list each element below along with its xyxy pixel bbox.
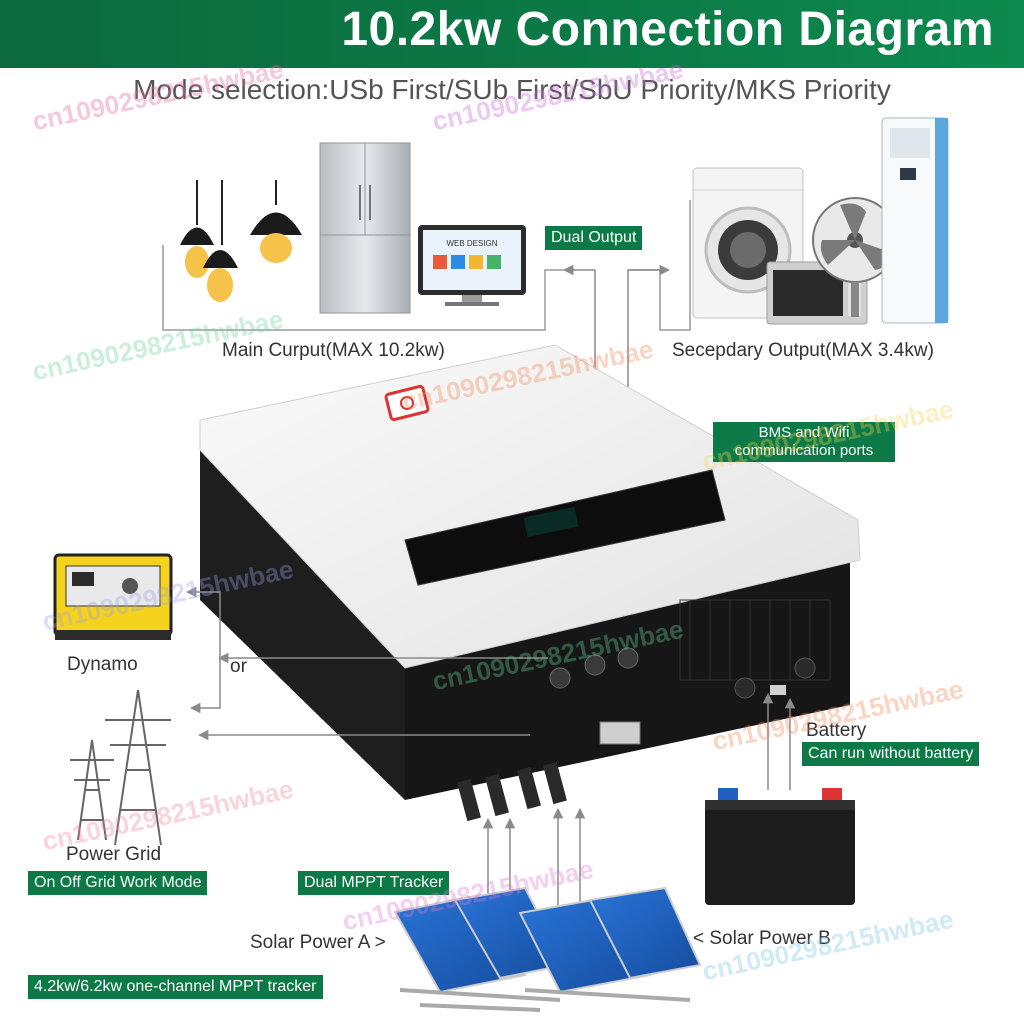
refrigerator-icon	[319, 142, 411, 314]
battery-note-label: Can run without battery	[802, 742, 980, 766]
power-grid-label: Power Grid	[66, 844, 162, 865]
grid-mode-label: On Off Grid Work Mode	[28, 871, 208, 895]
solar-a-label: Solar Power A >	[250, 932, 386, 953]
main-output-label: Main Curput(MAX 10.2kw)	[222, 340, 445, 361]
dynamo-label: Dynamo	[67, 654, 138, 675]
battery-icon	[705, 788, 855, 905]
or-label: or	[230, 656, 247, 677]
monitor-icon: WEB DESIGN	[418, 225, 526, 306]
fan-icon	[812, 197, 898, 317]
air-conditioner-icon	[881, 117, 949, 324]
pendant-lamp-icon	[180, 180, 302, 302]
main-output-bracket	[162, 245, 575, 331]
mode-selection-subtitle: Mode selection:USb First/SUb First/SbU P…	[133, 74, 891, 105]
dual-mppt-label: Dual MPPT Tracker	[298, 871, 450, 895]
header-bar	[0, 0, 1024, 68]
mppt-tracker-label: 4.2kw/6.2kw one-channel MPPT tracker	[28, 975, 323, 999]
dual-output-label: Dual Output	[545, 226, 643, 250]
monitor-screen-text: WEB DESIGN	[446, 239, 497, 248]
generator-icon	[53, 553, 173, 640]
bms-wifi-label: BMS and Wifi communication ports	[713, 422, 895, 462]
inverter-icon	[199, 344, 861, 822]
battery-lines	[762, 692, 796, 790]
solar-panel-icon	[393, 886, 702, 1012]
secondary-output-label: Secepdary Output(MAX 3.4kw)	[672, 340, 934, 361]
solar-b-label: < Solar Power B	[693, 928, 831, 949]
power-tower-icon	[70, 689, 171, 846]
ac-input-lines	[185, 586, 548, 741]
secondary-output-bracket	[630, 200, 691, 331]
page-title: 10.2kw Connection Diagram	[341, 3, 994, 56]
battery-label: Battery	[806, 720, 867, 741]
